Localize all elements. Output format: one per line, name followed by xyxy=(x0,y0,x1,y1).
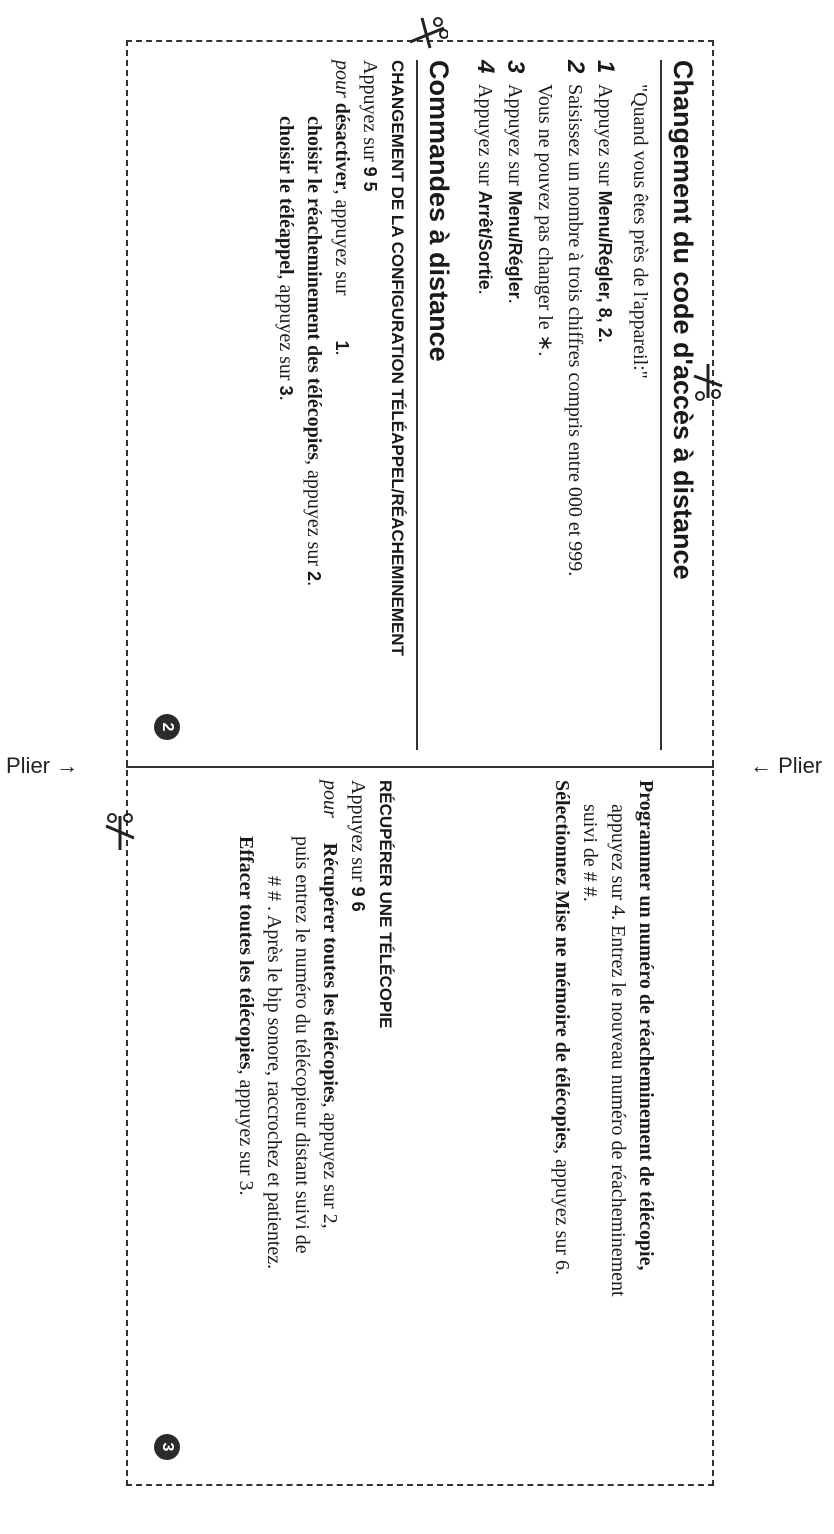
fax-forward-line: choisir le réacheminement des télécopies… xyxy=(303,116,325,587)
program-forward-line: Programmer un numéro de réacheminement d… xyxy=(635,780,657,1271)
step-4: 4 Appuyez sur Arrêt/Sortie. xyxy=(472,60,499,295)
fold-label-right: ← Plier xyxy=(750,753,823,778)
panel-3-programming: Programmer un numéro de réacheminement d… xyxy=(548,780,660,1470)
section-title-remote-commands: Commandes à distance xyxy=(424,60,454,362)
step-2: 2 Saisissez un nombre à trois chiffres c… xyxy=(530,60,590,750)
paging-line: choisir le téléappel, appuyez sur 3. xyxy=(275,116,297,401)
program-forward-line-3: suivi de # #. xyxy=(579,804,601,902)
panel-2-content: Changement du code d'accès à distance "Q… xyxy=(272,60,700,750)
panel-3: Programmer un numéro de réacheminement d… xyxy=(140,780,700,1470)
press-line-96: Appuyez sur 9 6 xyxy=(347,780,369,912)
select-storage-line: Sélectionnez Mise ne mémoire de télécopi… xyxy=(551,780,573,1276)
retrieve-line-3: # # . Après le bip sonore, raccrochez et… xyxy=(263,876,285,1270)
section-title-access-code: Changement du code d'accès à distance xyxy=(668,60,698,580)
section-rule xyxy=(416,60,418,750)
cut-frame xyxy=(126,40,714,1486)
page-number-badge: 3 xyxy=(154,1434,180,1460)
fold-line xyxy=(126,766,714,768)
panel-3-retrieve: RÉCUPÉRER UNE TÉLÉCOPIE Appuyez sur 9 6 … xyxy=(232,780,404,1470)
quote-text: "Quand vous êtes près de l'appareil:" xyxy=(629,84,651,379)
fold-label-left: Plier → xyxy=(6,753,79,778)
title-rule xyxy=(660,60,662,750)
program-forward-line-2: appuyez sur 4. Entrez le nouveau numéro … xyxy=(607,804,629,1297)
retrieve-line-2: puis entrez le numéro du télécopieur dis… xyxy=(291,836,313,1254)
subhead-config-change: CHANGEMENT DE LA CONFIGURATION TÉLÉAPPEL… xyxy=(388,60,407,656)
retrieve-line: pour Récupérer toutes les télécopies, ap… xyxy=(319,780,341,1229)
disable-line: pour désactiver, appuyez sur 1. xyxy=(331,60,353,356)
erase-line: Effacer toutes les télécopies, appuyez s… xyxy=(235,836,257,1196)
subhead-retrieve-fax: RÉCUPÉRER UNE TÉLÉCOPIE xyxy=(376,780,395,1029)
step-3: 3 Appuyez sur Menu/Régler. xyxy=(502,60,529,304)
panel-2: Changement du code d'accès à distance "Q… xyxy=(140,60,700,750)
page-number-badge: 2 xyxy=(154,714,180,740)
press-line: Appuyez sur 9 5 xyxy=(359,60,381,192)
scissors-icon xyxy=(105,813,135,850)
scissors-icon xyxy=(693,364,723,401)
scissors-icon xyxy=(409,17,448,49)
step-1: 1 Appuyez sur Menu/Régler, 8, 2. xyxy=(592,60,619,343)
step-2-note: Vous ne pouvez pas changer le ∗. xyxy=(534,84,556,357)
